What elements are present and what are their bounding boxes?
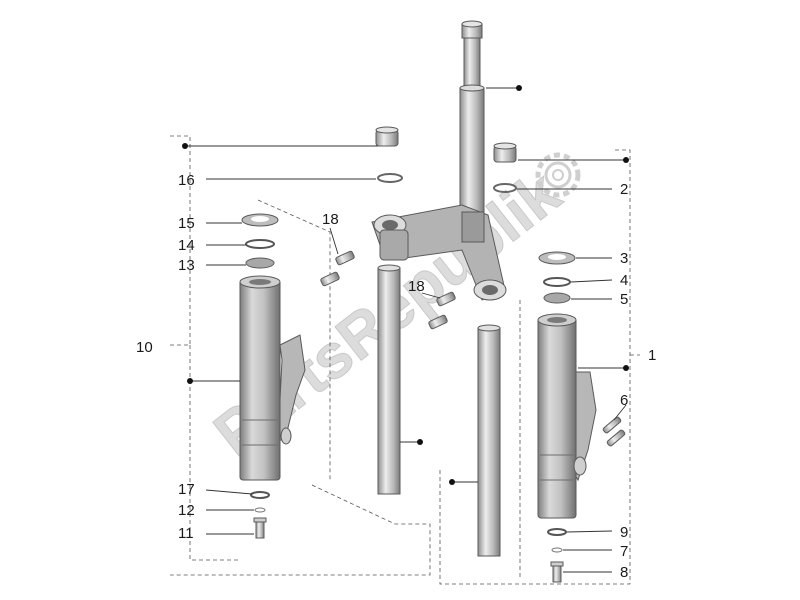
label-12: 12 — [178, 502, 195, 519]
gear-icon — [535, 152, 581, 198]
group-bracket-right — [439, 149, 640, 585]
label-1: 1 — [648, 347, 656, 364]
label-18-upper: 18 — [322, 211, 339, 228]
ring-9 — [547, 528, 567, 536]
label-9: 9 — [620, 524, 628, 541]
label-16: 16 — [178, 172, 195, 189]
ring-13 — [245, 257, 275, 269]
label-18-lower: 18 — [408, 278, 425, 295]
washer-12 — [254, 507, 266, 513]
fork-leg-left — [239, 275, 306, 481]
ring-17 — [250, 491, 270, 499]
bolts-6 — [602, 416, 626, 447]
fork-yoke — [371, 204, 507, 301]
label-15: 15 — [178, 215, 195, 232]
label-10: 10 — [136, 339, 153, 356]
label-7: 7 — [620, 543, 628, 560]
bolt-18-upper-a — [335, 250, 355, 266]
label-17: 17 — [178, 481, 195, 498]
bolt-11 — [253, 517, 267, 539]
top-cap-left — [375, 126, 399, 147]
leader-dots — [182, 85, 629, 485]
ring-14 — [245, 239, 275, 249]
bolt-18-upper-b — [320, 271, 340, 287]
bolt-18-lower-b — [428, 314, 448, 330]
o-ring-16 — [377, 173, 403, 183]
washer-7 — [551, 547, 563, 553]
top-cap-right — [493, 142, 517, 163]
o-ring-2 — [493, 183, 517, 193]
label-5: 5 — [620, 291, 628, 308]
bolt-18-lower-a — [436, 291, 456, 307]
label-6: 6 — [620, 392, 628, 409]
fork-leg-right — [537, 313, 597, 519]
label-4: 4 — [620, 272, 628, 289]
part-labels: 16 15 14 13 10 17 12 11 18 18 2 3 4 5 1 … — [136, 172, 656, 581]
steering-column — [459, 20, 485, 219]
label-2: 2 — [620, 181, 628, 198]
label-8: 8 — [620, 564, 628, 581]
stanchion-tube-right — [477, 324, 501, 557]
ring-4 — [543, 277, 571, 287]
label-3: 3 — [620, 250, 628, 267]
bolt-8 — [550, 561, 564, 583]
ring-5 — [543, 292, 571, 304]
label-13: 13 — [178, 257, 195, 274]
label-14: 14 — [178, 237, 195, 254]
label-11: 11 — [178, 525, 194, 542]
stanchion-tube-left — [377, 264, 401, 495]
group-bracket-left — [170, 135, 431, 576]
leader-lines — [185, 87, 627, 573]
